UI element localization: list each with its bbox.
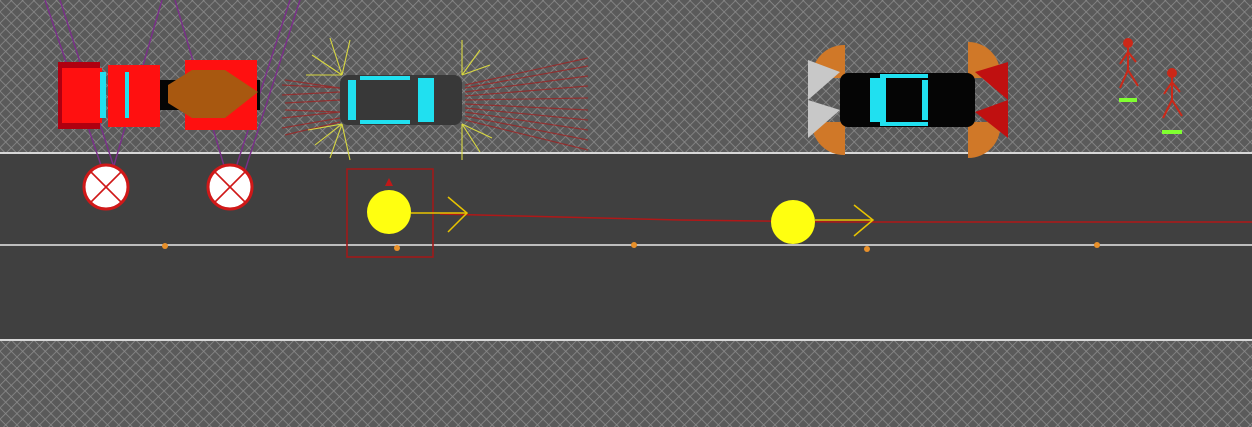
ground-bottom — [0, 340, 1252, 427]
sedan-black[interactable] — [840, 73, 975, 127]
waypoint-marker[interactable] — [394, 245, 400, 251]
road-sign[interactable] — [208, 165, 252, 209]
sedan-gray[interactable] — [340, 75, 462, 125]
pedestrian-base — [1119, 98, 1137, 102]
waypoint-marker[interactable] — [631, 242, 637, 248]
waypoint-marker[interactable] — [864, 246, 870, 252]
waypoint-marker[interactable] — [162, 243, 168, 249]
road — [0, 153, 1252, 340]
truck-red[interactable] — [58, 60, 260, 130]
ball[interactable] — [771, 200, 815, 244]
ball[interactable] — [367, 190, 411, 234]
waypoint-marker[interactable] — [1094, 242, 1100, 248]
road-sign[interactable] — [84, 165, 128, 209]
pedestrian-base — [1162, 130, 1182, 134]
